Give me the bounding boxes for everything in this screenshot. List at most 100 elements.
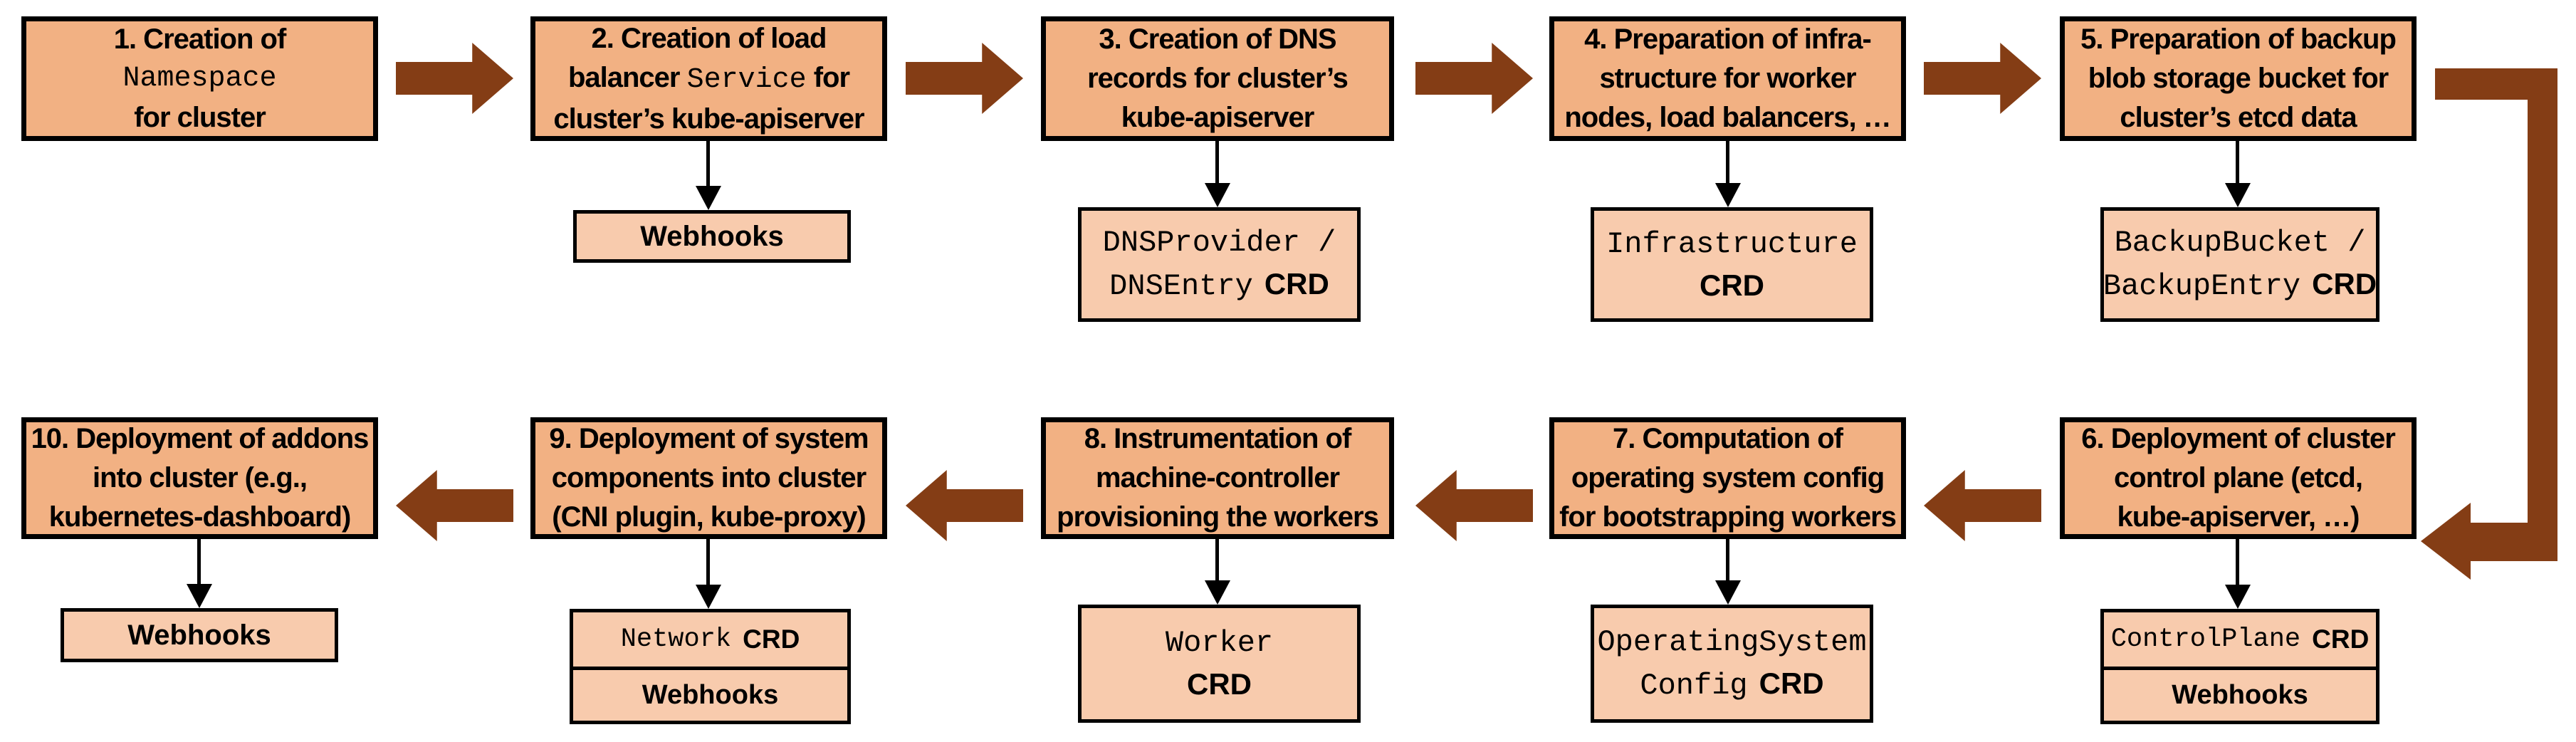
step9-line1: 9. Deployment of system [549, 423, 869, 454]
connector-step2-webhooks-line [706, 141, 710, 187]
step2-line2-mono: Service [686, 63, 807, 96]
connector-step9-network-line [706, 539, 710, 586]
step-box-1: 1. Creation of Namespace for cluster [21, 16, 378, 141]
network-crd-mono: Network [620, 625, 732, 654]
arrow-step3-to-step4 [1415, 43, 1533, 114]
step10-line2: into cluster (e.g., [92, 462, 308, 493]
step7-line2: operating system config [1571, 462, 1885, 493]
step2-line3: cluster’s kube-apiserver [553, 103, 864, 135]
network-webhooks-row: Webhooks [573, 667, 847, 721]
connector-step8-worker-line [1215, 539, 1219, 582]
step7-line3: for bootstrapping workers [1559, 501, 1897, 533]
network-crd-row: Network CRD [573, 612, 847, 667]
arrow-step8-to-step9 [906, 470, 1023, 541]
backup-crd-line2-crd: CRD [2312, 267, 2377, 301]
step3-line3: kube-apiserver [1121, 102, 1315, 133]
controlplane-crd-row: ControlPlane CRD [2104, 612, 2376, 667]
infrastructure-crd-line1: Infrastructure [1606, 226, 1858, 261]
step9-line2: components into cluster [551, 462, 866, 493]
step-box-4: 4. Preparation of infra- structure for w… [1549, 16, 1906, 141]
step3-line2: records for cluster’s [1087, 63, 1349, 94]
resource-box-osc-crd: OperatingSystem Config CRD [1591, 605, 1873, 723]
connector-step4-infrastructure-line [1726, 141, 1729, 184]
network-crd-label: CRD [743, 625, 800, 654]
resource-box-controlplane-stack: ControlPlane CRD Webhooks [2100, 609, 2379, 724]
step-box-3: 3. Creation of DNS records for cluster’s… [1041, 16, 1394, 141]
controlplane-crd-mono: ControlPlane [2110, 625, 2301, 654]
osc-crd-line2-crd: CRD [1759, 666, 1824, 700]
network-webhooks-label: Webhooks [642, 680, 779, 710]
resource-box-worker-crd: Worker CRD [1078, 605, 1361, 723]
arrow-step7-to-step8 [1415, 470, 1533, 541]
osc-crd-line2-mono: Config [1640, 668, 1748, 703]
connector-step2-webhooks-arrowhead [696, 186, 721, 210]
step8-line3: provisioning the workers [1057, 501, 1379, 533]
backup-crd-line2-mono: BackupEntry [2103, 269, 2301, 303]
step-box-2: 2. Creation of load balancer Service for… [530, 16, 887, 141]
controlplane-crd-label: CRD [2312, 625, 2370, 654]
backup-crd-line1: BackupBucket / [2114, 226, 2366, 260]
step-box-6: 6. Deployment of cluster control plane (… [2060, 417, 2417, 539]
worker-crd-line2: CRD [1187, 667, 1252, 701]
step9-line3: (CNI plugin, kube-proxy) [552, 501, 866, 533]
step5-line1: 5. Preparation of backup [2080, 23, 2397, 55]
backup-crd-line2: BackupEntry CRD [2103, 263, 2377, 307]
step2-line1: 2. Creation of load [591, 22, 827, 54]
connector-step8-worker-arrowhead [1205, 580, 1230, 605]
step6-line1: 6. Deployment of cluster [2081, 423, 2396, 454]
connector-step5-backup-arrowhead [2225, 183, 2251, 207]
resource-box-webhooks-step10: Webhooks [61, 608, 338, 662]
arrow-step2-to-step3 [906, 43, 1023, 114]
arrow-step6-to-step7 [1924, 470, 2041, 541]
webhooks-step2-label: Webhooks [640, 221, 784, 252]
resource-box-backup-crd: BackupBucket / BackupEntry CRD [2100, 207, 2379, 322]
step-box-10: 10. Deployment of addons into cluster (e… [21, 417, 378, 539]
controlplane-webhooks-label: Webhooks [2172, 680, 2308, 710]
arrow-step5-to-step6-arrowhead [2421, 503, 2471, 580]
dns-crd-line2-mono: DNSEntry [1109, 269, 1253, 303]
step10-line1: 10. Deployment of addons [31, 423, 370, 454]
dns-crd-line2-crd: CRD [1264, 267, 1329, 301]
step4-line1: 4. Preparation of infra- [1584, 23, 1872, 55]
step3-line1: 3. Creation of DNS [1099, 23, 1336, 55]
connector-step9-network-arrowhead [696, 585, 721, 609]
webhooks-step10-label: Webhooks [127, 620, 271, 651]
osc-crd-line2: Config CRD [1640, 663, 1823, 706]
connector-step3-dns-line [1215, 141, 1219, 184]
resource-box-infrastructure-crd: Infrastructure CRD [1591, 207, 1873, 322]
step2-line2-pre: balancer [567, 61, 687, 93]
step5-line2: blob storage bucket for [2088, 63, 2389, 94]
controlplane-webhooks-row: Webhooks [2104, 667, 2376, 721]
dns-crd-line2: DNSEntry CRD [1109, 263, 1329, 307]
step4-line2: structure for worker [1599, 63, 1856, 94]
step-box-8: 8. Instrumentation of machine-controller… [1041, 417, 1394, 539]
connector-step6-controlplane-line [2236, 539, 2239, 586]
resource-box-dns-crd: DNSProvider / DNSEntry CRD [1078, 207, 1361, 322]
dns-crd-line1: DNSProvider / [1102, 226, 1336, 260]
connector-step3-dns-arrowhead [1205, 183, 1230, 207]
step5-line3: cluster’s etcd data [2120, 102, 2357, 133]
step8-line2: machine-controller [1095, 462, 1340, 493]
infrastructure-crd-line2: CRD [1700, 268, 1764, 302]
step6-line3: kube-apiserver, …) [2117, 501, 2360, 533]
step10-line3: kubernetes-dashboard) [48, 501, 352, 533]
arrow-step5-to-step6-bottom-segment [2469, 523, 2556, 561]
step2-line2-post: for [806, 61, 850, 93]
step8-line1: 8. Instrumentation of [1084, 423, 1352, 454]
step2-line2: balancer Service for [567, 58, 850, 100]
connector-step10-webhooks-line [197, 539, 201, 585]
step-box-7: 7. Computation of operating system confi… [1549, 417, 1906, 539]
resource-box-webhooks-step2: Webhooks [573, 210, 851, 263]
connector-step7-osc-line [1726, 539, 1729, 582]
connector-step10-webhooks-arrowhead [187, 584, 212, 608]
connector-step6-controlplane-arrowhead [2225, 585, 2251, 609]
step4-line3: nodes, load balancers, … [1564, 102, 1891, 133]
step1-line2: Namespace [122, 63, 277, 95]
step7-line1: 7. Computation of [1613, 423, 1843, 454]
osc-crd-line1: OperatingSystem [1597, 625, 1867, 659]
connector-step7-osc-arrowhead [1715, 580, 1741, 605]
connector-step5-backup-line [2236, 141, 2239, 184]
step6-line2: control plane (etcd, [2114, 462, 2363, 493]
worker-crd-line1: Worker [1165, 626, 1274, 660]
